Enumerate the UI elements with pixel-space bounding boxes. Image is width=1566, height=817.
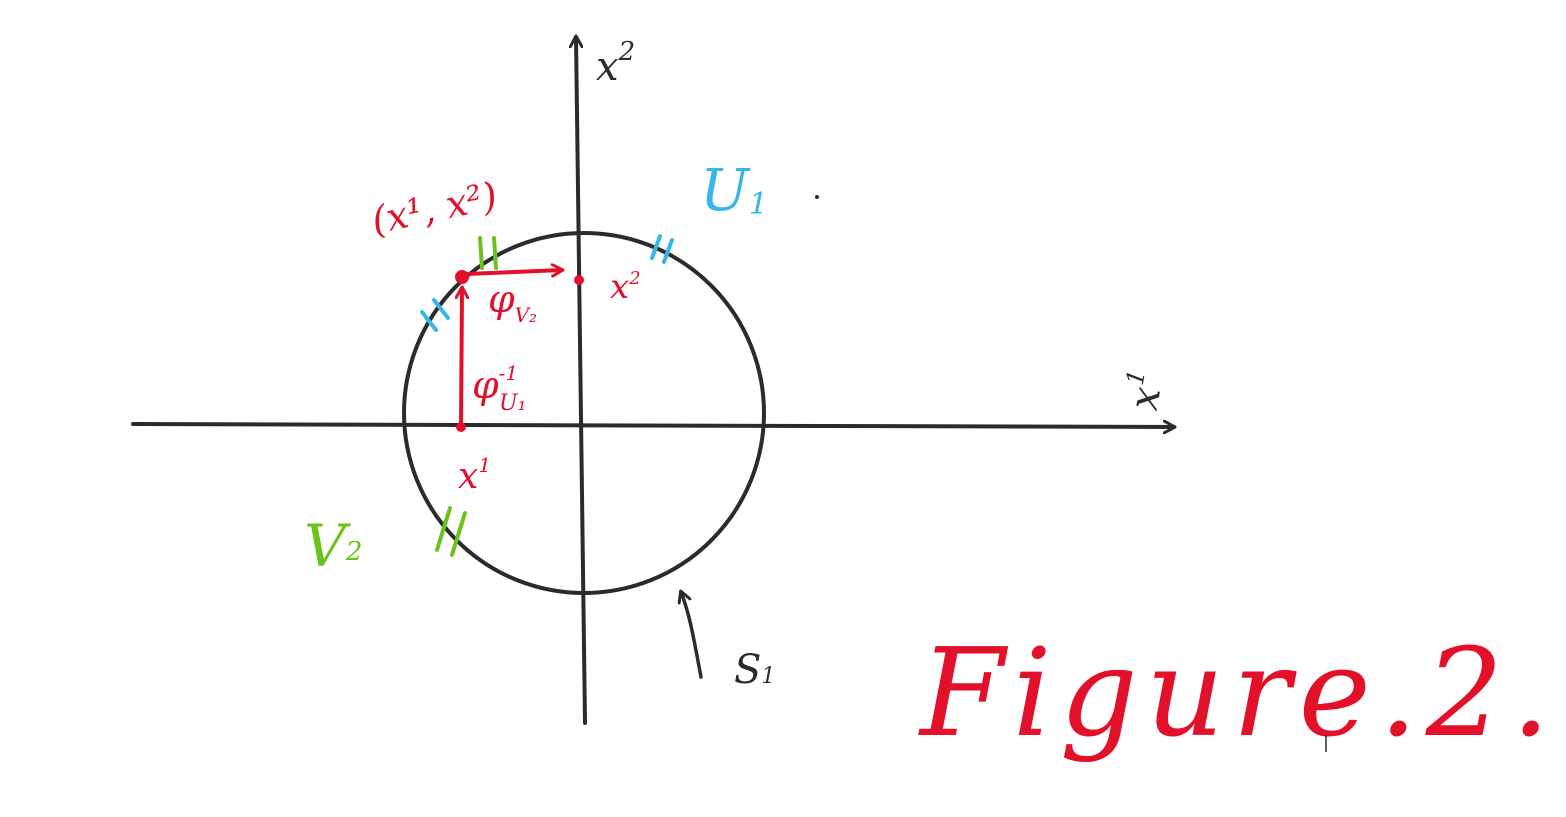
phi-v2-label: φV₂ [488,277,537,327]
circle-s1 [402,231,766,595]
phi-v2-arrow [464,270,562,274]
point-x2 [574,275,584,285]
x1-axis [131,424,1174,427]
v2-label: V2 [304,512,362,580]
point-x1 [456,422,466,432]
x1-coordinate-label: x1 [458,453,491,497]
u1-boundary-marks [420,234,674,332]
stray-dot [815,195,819,199]
s1-label: S1 [734,647,775,693]
phi-u1-inverse-arrow [461,288,462,430]
point-on-circle [455,270,469,284]
x2-axis [576,37,587,725]
figure-caption: Figure.2. [918,622,1558,764]
point-label: (x¹, x²) [368,173,502,242]
x2-axis-label: x2 [596,37,635,90]
v2-boundary-marks [435,236,498,557]
u1-label: U1 [700,156,768,224]
s1-pointer-arrow [681,592,703,679]
x2-coordinate-label: x2 [610,267,641,307]
x1-axis-label: x1 [1117,368,1173,414]
